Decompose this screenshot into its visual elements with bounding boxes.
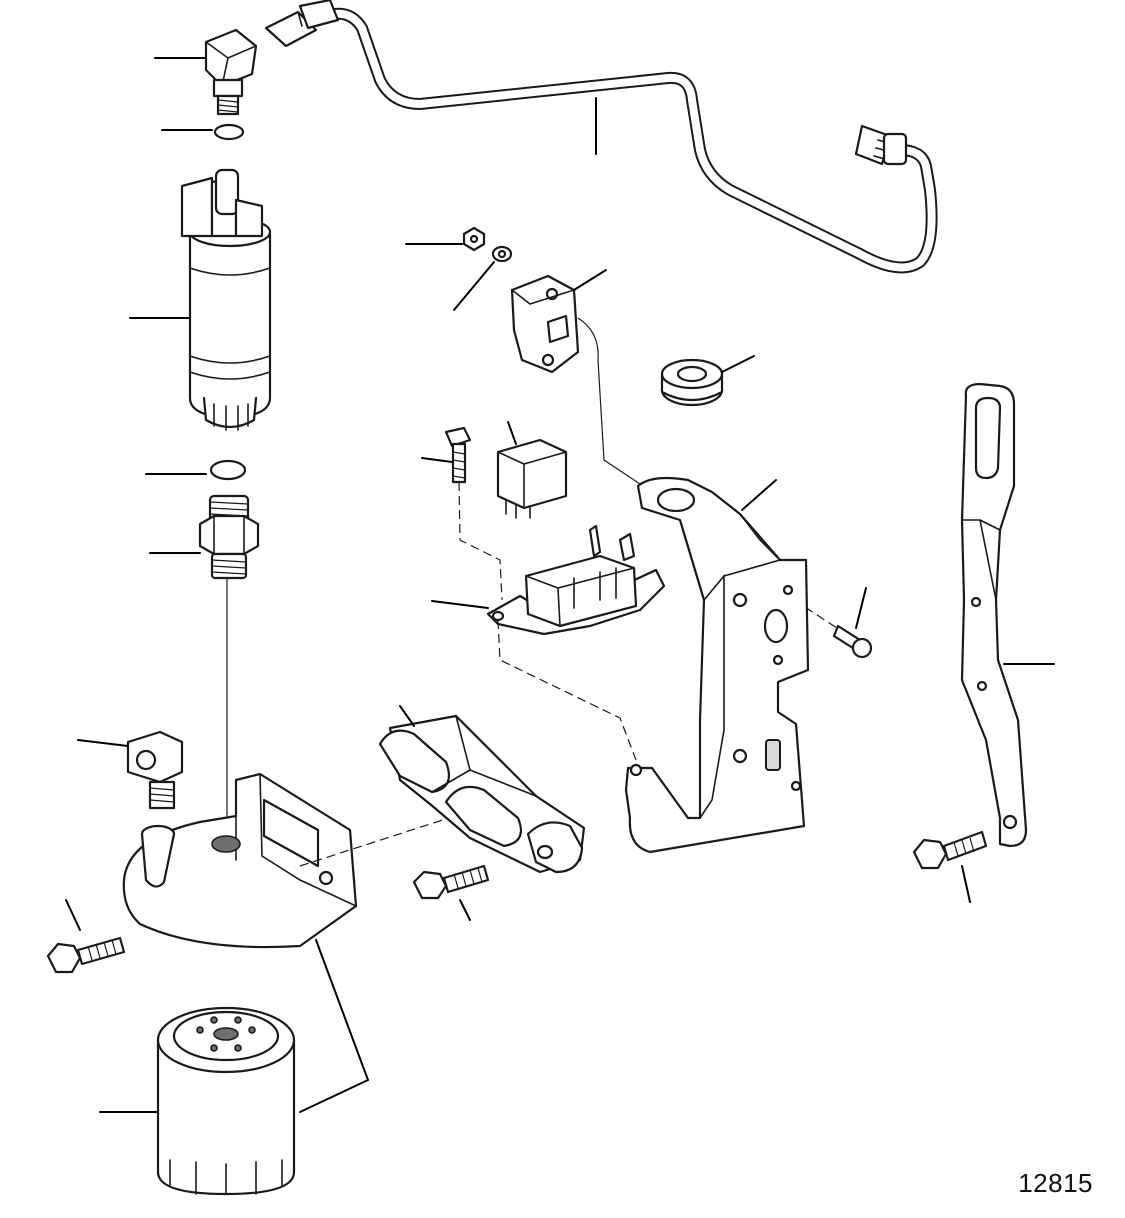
grommet xyxy=(660,358,724,407)
pressure-sensor xyxy=(510,274,580,374)
filter-head xyxy=(122,772,358,949)
elbow-fitting xyxy=(126,730,184,810)
strap-bracket xyxy=(960,382,1028,848)
leader-lines xyxy=(65,57,1055,1113)
assembly-line-sensor xyxy=(577,317,641,485)
o-ring-lower xyxy=(209,459,247,481)
bolt-center xyxy=(412,864,490,900)
mount-bracket xyxy=(378,714,586,874)
relay xyxy=(496,438,568,519)
screw-small xyxy=(832,624,873,659)
o-ring-upper xyxy=(213,123,245,141)
relay-holder xyxy=(486,524,666,636)
fuel-pump xyxy=(180,168,272,431)
fuel-pipe xyxy=(264,0,938,274)
oil-filter xyxy=(156,1006,296,1196)
mounting-bracket xyxy=(624,476,810,854)
sensor-fitting xyxy=(204,28,258,116)
bolt-right xyxy=(912,830,988,870)
nut-washer xyxy=(462,226,513,263)
assembly-line-holder xyxy=(458,481,637,761)
bolt-left xyxy=(46,936,126,974)
figure-number: 12815 xyxy=(1018,1168,1093,1198)
bolt-vertical xyxy=(444,426,472,484)
hex-adapter xyxy=(198,494,260,580)
